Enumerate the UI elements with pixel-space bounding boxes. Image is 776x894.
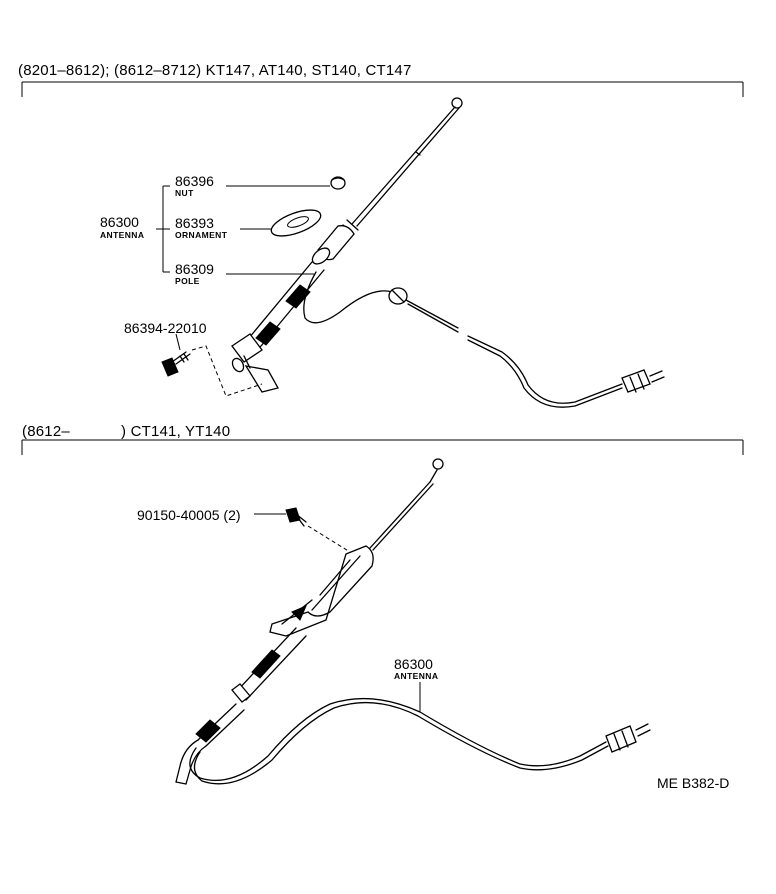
figure-code: ME B382-D bbox=[657, 775, 730, 791]
screw-part-number: 86394-22010 bbox=[124, 320, 207, 336]
ornament-part bbox=[270, 209, 322, 237]
top-leaders bbox=[156, 185, 330, 351]
section-2-frame bbox=[21, 439, 744, 455]
bolt-part-number: 90150-40005 (2) bbox=[137, 507, 241, 523]
bottom-antenna-part-number: 86300 bbox=[394, 656, 433, 672]
pole-part-name: POLE bbox=[175, 276, 200, 286]
bottom-antenna-drawing bbox=[175, 458, 651, 785]
bottom-antenna-part-name: ANTENNA bbox=[394, 671, 439, 681]
ornament-part-name: ORNAMENT bbox=[175, 230, 228, 240]
bottom-leaders bbox=[254, 513, 421, 712]
top-antenna-drawing bbox=[161, 97, 665, 408]
ornament-part-number: 86393 bbox=[175, 215, 214, 231]
section-2-header-prefix: (8612– bbox=[22, 423, 70, 440]
section-1-frame bbox=[21, 81, 744, 97]
nut-part-name: NUT bbox=[175, 188, 194, 198]
antenna-tip bbox=[451, 97, 463, 109]
section-1-header: (8201–8612); (8612–8712) KT147, AT140, S… bbox=[18, 62, 412, 79]
bolt-part bbox=[285, 507, 307, 527]
nut-part-number: 86396 bbox=[175, 173, 214, 189]
screw-part bbox=[161, 351, 191, 377]
assembly-part-name: ANTENNA bbox=[100, 230, 145, 240]
nut-part bbox=[330, 176, 346, 190]
assembly-part-number: 86300 bbox=[100, 214, 139, 230]
pole-part-number: 86309 bbox=[175, 261, 214, 277]
section-2-header-suffix: ) CT141, YT140 bbox=[121, 423, 231, 440]
